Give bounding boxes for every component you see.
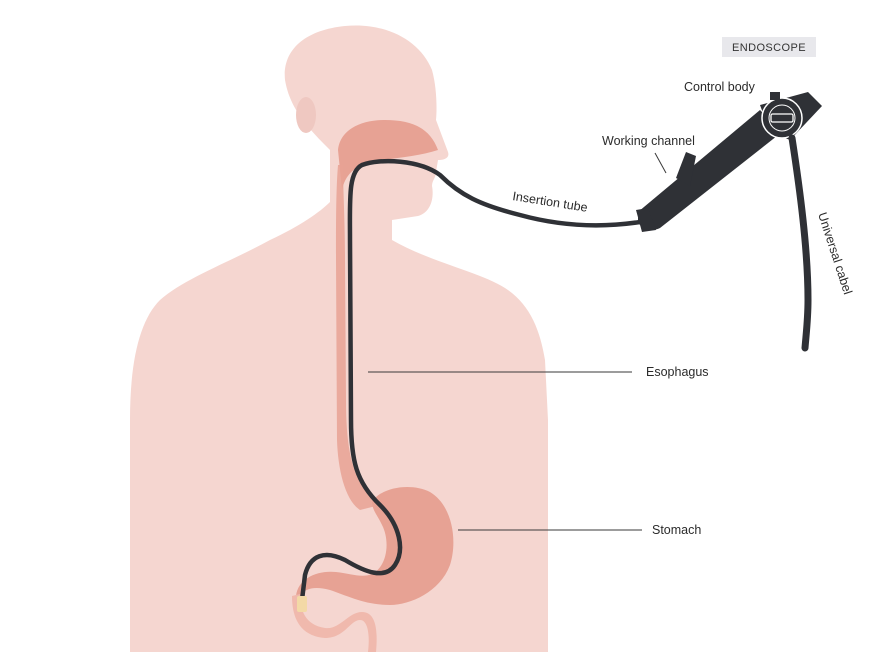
insertion-tube <box>299 158 643 603</box>
label-universal-cable: Universal cabel <box>815 211 855 297</box>
handle-strain-relief <box>636 208 656 232</box>
endoscope-badge: ENDOSCOPE <box>722 37 816 57</box>
digestive-tract <box>292 120 454 652</box>
working-channel-leader <box>654 152 667 174</box>
duodenum-shape <box>292 594 377 652</box>
leader-lines <box>368 152 667 531</box>
label-control-body: Control body <box>684 80 756 94</box>
ear-shape <box>296 97 316 133</box>
endoscope-tip <box>297 596 307 612</box>
label-stomach: Stomach <box>652 523 701 537</box>
working-channel-port <box>676 152 696 186</box>
universal-cable <box>788 134 812 352</box>
endoscope <box>297 92 822 612</box>
label-insertion-tube: Insertion tube <box>512 189 589 215</box>
esophagus-shape <box>336 165 380 510</box>
label-esophagus: Esophagus <box>646 365 709 379</box>
stomach-shape <box>296 487 454 605</box>
label-working-channel: Working channel <box>602 134 695 148</box>
mouth-cavity <box>338 120 438 190</box>
badge-text: ENDOSCOPE <box>732 42 806 54</box>
badge-background <box>722 37 816 57</box>
control-body-handle <box>638 110 782 230</box>
control-knob <box>761 92 803 139</box>
